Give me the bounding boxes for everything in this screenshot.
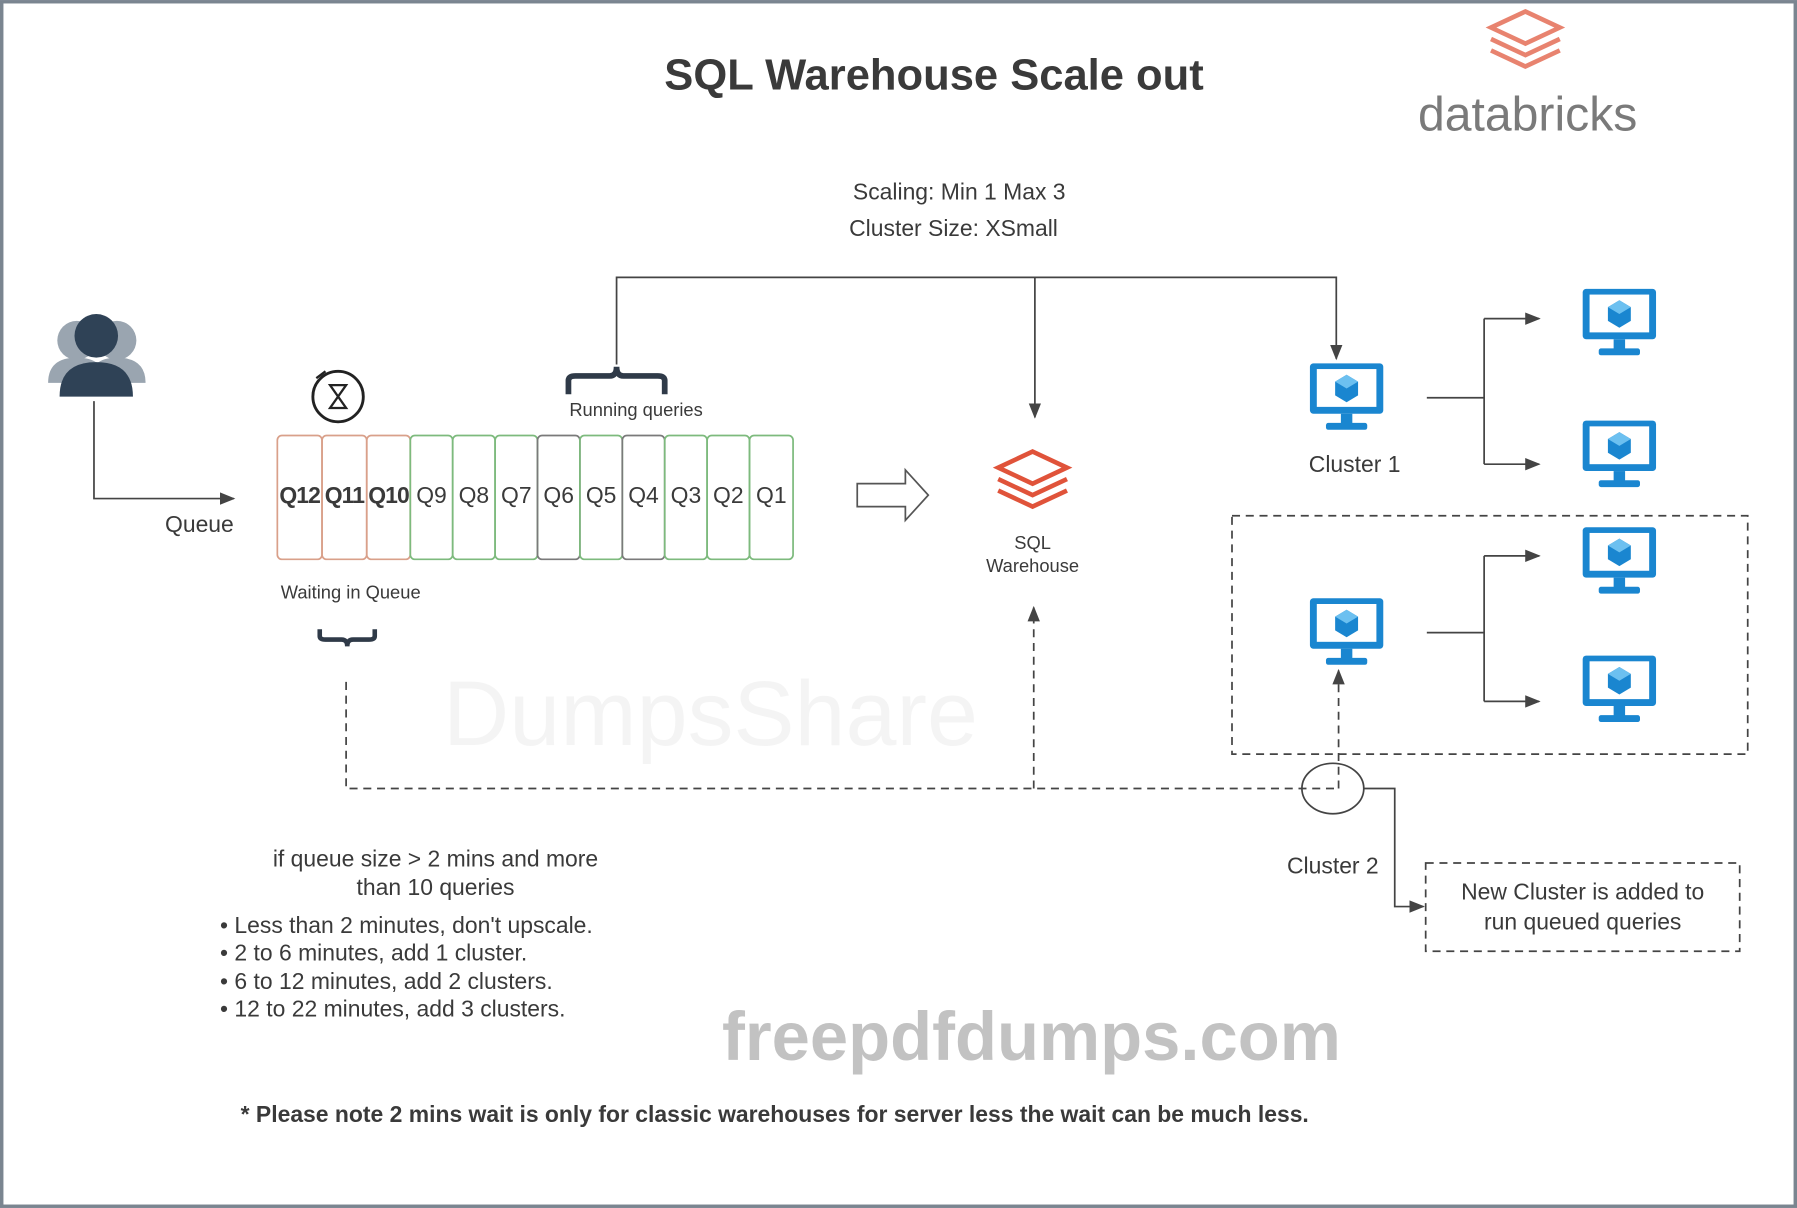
waiting-label: Waiting in Queue bbox=[281, 581, 421, 602]
query-queue: Q12 Q11 Q10 Q9 Q8 Q7 Q6 Q5 Q4 Q3 Q2 Q1 bbox=[276, 434, 794, 561]
queue-label: Queue bbox=[165, 511, 234, 537]
svg-text:Q10: Q10 bbox=[368, 482, 409, 508]
cluster2-label: Cluster 2 bbox=[1287, 852, 1379, 878]
watermark: freepdfdumps.com bbox=[722, 998, 1341, 1075]
cluster2-group bbox=[1231, 514, 1749, 755]
cluster-size-text: Cluster Size: XSmall bbox=[849, 215, 1058, 241]
running-queries-label: Running queries bbox=[569, 399, 702, 420]
note-line-1: New Cluster is added to bbox=[1461, 879, 1704, 905]
svg-text:Q2: Q2 bbox=[713, 482, 744, 508]
svg-text:Q1: Q1 bbox=[756, 482, 787, 508]
svg-text:Warehouse: Warehouse bbox=[986, 555, 1079, 576]
rule-item: • 2 to 6 minutes, add 1 cluster. bbox=[220, 939, 527, 965]
user-to-queue-arrow bbox=[93, 401, 236, 505]
rule-item: • 6 to 12 minutes, add 2 clusters. bbox=[220, 968, 553, 994]
footnote: * Please note 2 mins wait is only for cl… bbox=[241, 1101, 1309, 1127]
svg-text:Q9: Q9 bbox=[416, 482, 447, 508]
new-cluster-note bbox=[1424, 862, 1741, 953]
running-brace bbox=[565, 366, 668, 395]
svg-text:Q3: Q3 bbox=[671, 482, 702, 508]
rule-item: • Less than 2 minutes, don't upscale. bbox=[220, 912, 593, 938]
svg-text:Q8: Q8 bbox=[459, 482, 490, 508]
svg-text:if queue size > 2 mins and mo: if queue size > 2 mins and more bbox=[273, 845, 598, 871]
rule-item: • 12 to 22 minutes, add 3 clusters. bbox=[220, 996, 565, 1022]
cluster1-branch bbox=[1426, 318, 1485, 465]
waiting-brace bbox=[317, 629, 378, 647]
note-arrow bbox=[1363, 787, 1425, 913]
svg-text:Q6: Q6 bbox=[543, 482, 574, 508]
sql-warehouse: SQL Warehouse bbox=[986, 452, 1079, 576]
note-line-2: run queued queries bbox=[1484, 908, 1681, 934]
hollow-arrow-icon bbox=[856, 467, 930, 523]
query-box-q1: Q1 bbox=[748, 434, 794, 561]
svg-text:Q12: Q12 bbox=[279, 482, 320, 508]
scaling-connector bbox=[615, 276, 1343, 365]
cluster2-branch bbox=[1426, 555, 1485, 702]
query-box-q7: Q7 bbox=[494, 434, 539, 561]
svg-text:SQL: SQL bbox=[1014, 532, 1051, 553]
cluster1-label: Cluster 1 bbox=[1309, 451, 1401, 477]
hourglass-icon bbox=[311, 369, 365, 424]
scaling-text: Scaling: Min 1 Max 3 bbox=[853, 178, 1066, 204]
page-title: SQL Warehouse Scale out bbox=[664, 51, 1203, 99]
faint-watermark: DumpsShare bbox=[443, 663, 978, 765]
databricks-logo: databricks bbox=[1418, 11, 1637, 142]
query-box-q9: Q9 bbox=[409, 434, 454, 561]
svg-text:than 10 queries: than 10 queries bbox=[357, 874, 515, 900]
svg-text:Q5: Q5 bbox=[586, 482, 617, 508]
logo-text: databricks bbox=[1418, 88, 1637, 142]
query-box-q12: Q12 bbox=[276, 434, 323, 561]
svg-text:Q4: Q4 bbox=[628, 482, 659, 508]
user-icon bbox=[48, 314, 146, 397]
queue-feedback-line bbox=[345, 681, 1339, 790]
scaling-rules: if queue size > 2 mins and more than 10 … bbox=[220, 845, 598, 1021]
svg-text:Q11: Q11 bbox=[325, 482, 365, 508]
svg-text:Q7: Q7 bbox=[501, 482, 532, 508]
